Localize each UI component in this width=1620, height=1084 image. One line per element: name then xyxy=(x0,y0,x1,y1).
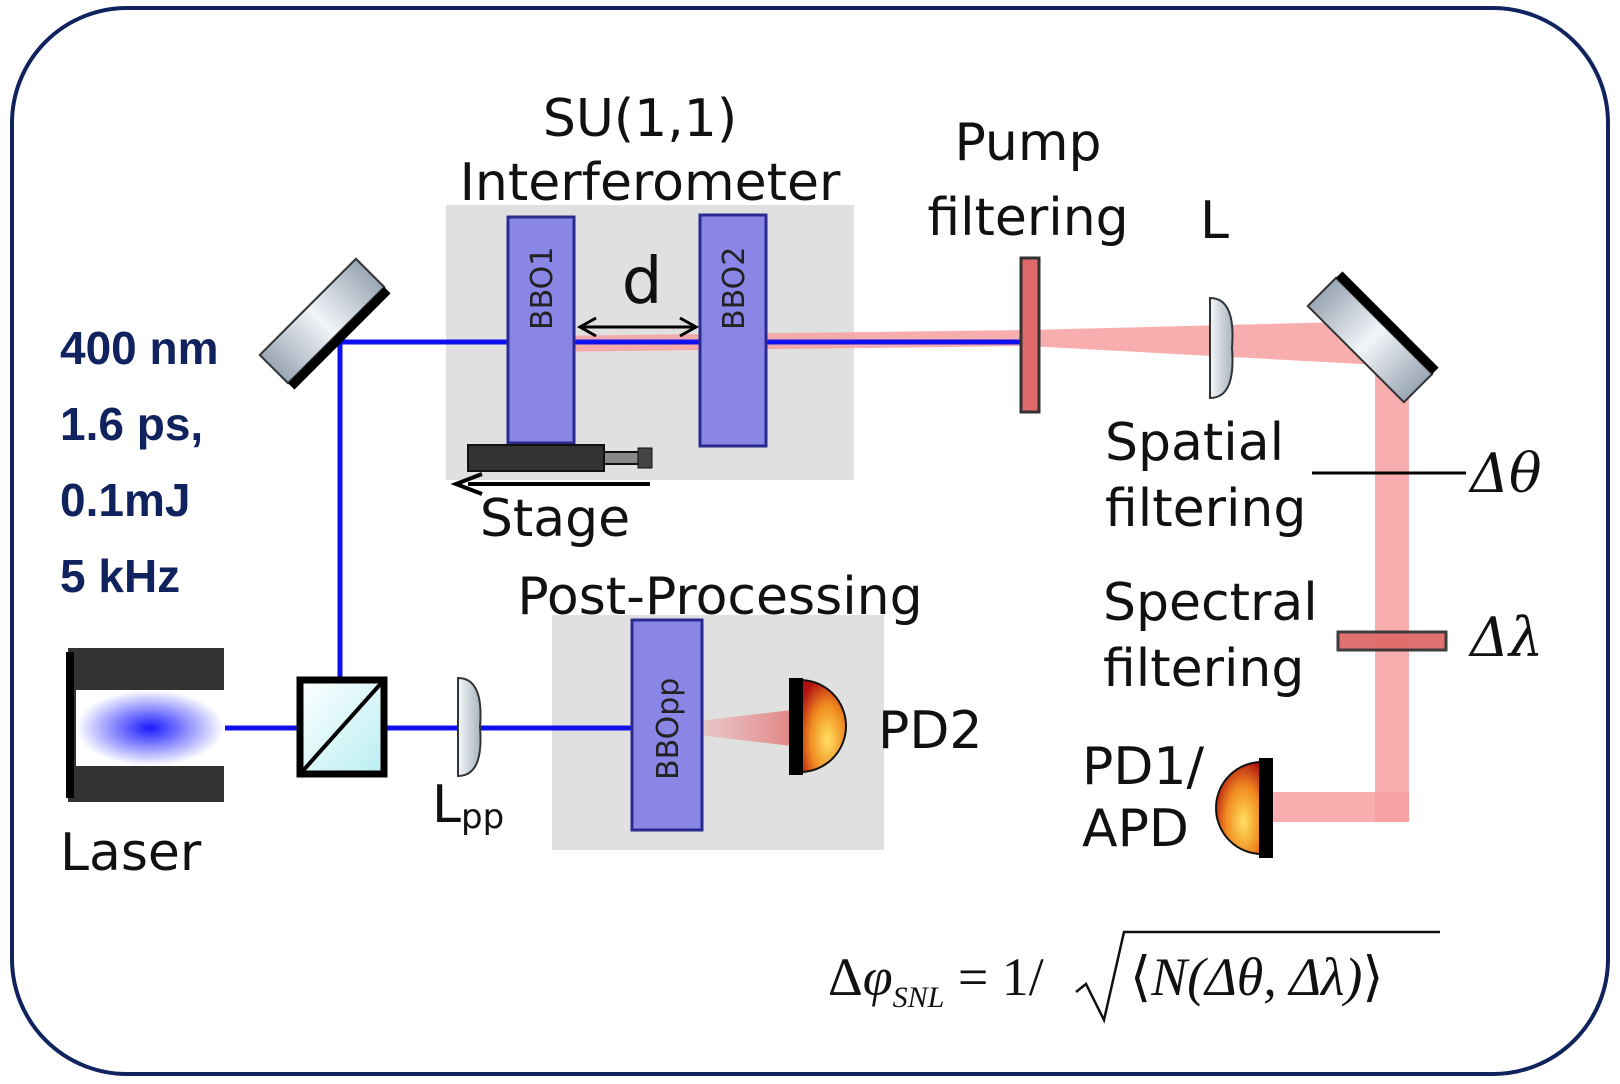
outer-frame xyxy=(10,6,1610,1076)
bbo1-crystal xyxy=(506,215,576,445)
delta-lambda-label: Δλ xyxy=(1468,606,1543,669)
bbopp-label: BBOpp xyxy=(651,678,686,780)
photodiode-pd1 xyxy=(1215,758,1273,858)
laser xyxy=(66,648,224,802)
bbopp-crystal xyxy=(630,618,704,832)
lens-lpp-subscript: pp xyxy=(461,797,504,837)
pump-filtering-line2: filtering xyxy=(927,188,1128,248)
signal-beam-expanding xyxy=(1028,322,1380,365)
laser-label: Laser xyxy=(60,823,202,883)
spectral-filtering-line1: Spectral xyxy=(1103,573,1318,633)
formula-phi: φ xyxy=(863,947,893,1007)
formula-subscript: SNL xyxy=(893,981,945,1014)
translation-stage xyxy=(450,444,653,496)
bbo2-label: BBO2 xyxy=(717,247,752,330)
snl-formula: ΔφSNL = 1/ ⟨N(Δθ, Δλ)⟩ xyxy=(828,930,1440,1024)
photodiode-pd2 xyxy=(789,678,847,775)
su11-title-line1: SU(1,1) xyxy=(543,89,737,149)
lens-l-label: L xyxy=(1200,191,1229,251)
bbo1-label: BBO1 xyxy=(525,247,560,330)
formula-equals-one: = 1/ xyxy=(944,947,1043,1007)
formula-langle: ⟨ xyxy=(1130,947,1151,1007)
spec-energy: 0.1mJ xyxy=(60,474,190,526)
pd1-label-line2: APD xyxy=(1082,799,1189,859)
mirror-1 xyxy=(258,257,391,390)
signal-beam-vertical xyxy=(1375,340,1409,822)
pump-beam xyxy=(225,339,1028,731)
spatial-filtering-line1: Spatial xyxy=(1105,413,1284,473)
formula-rangle: ⟩ xyxy=(1362,947,1383,1007)
pp-signal-cone xyxy=(690,710,792,746)
formula-body: N(Δθ, Δλ) xyxy=(1150,947,1362,1007)
beam-splitter-cube xyxy=(296,676,388,778)
pd2-label: PD2 xyxy=(878,701,982,761)
stage-label: Stage xyxy=(480,489,630,549)
spec-rate: 5 kHz xyxy=(60,550,180,602)
spectral-filtering-line2: filtering xyxy=(1103,639,1304,699)
signal-beam-to-pd1 xyxy=(1270,792,1409,822)
spectral-filter xyxy=(1336,630,1448,652)
lens-l xyxy=(1209,296,1234,400)
pump-filter xyxy=(1019,256,1041,414)
su11-title-line2: Interferometer xyxy=(460,153,841,213)
spec-pulse: 1.6 ps, xyxy=(60,398,203,450)
mirror-2 xyxy=(1306,271,1439,404)
delta-theta-label: Δθ xyxy=(1468,442,1542,505)
formula-radicand: ⟨N(Δθ, Δλ)⟩ xyxy=(1130,947,1383,1007)
formula-delta: Δ xyxy=(828,947,863,1007)
distance-arrow xyxy=(576,316,700,338)
spec-wavelength: 400 nm xyxy=(60,322,219,374)
formula-sqrt-sign xyxy=(1075,930,1440,1024)
distance-label: d xyxy=(622,245,663,319)
lens-lpp xyxy=(457,676,482,778)
lens-lpp-label: Lpp xyxy=(432,775,504,837)
post-processing-label: Post-Processing xyxy=(517,567,922,627)
lens-lpp-main: L xyxy=(432,775,461,835)
formula-left: ΔφSNL = 1/ xyxy=(828,947,1044,1014)
bbo2-crystal xyxy=(698,213,768,448)
spatial-filtering-line2: filtering xyxy=(1105,479,1306,539)
pump-filtering-line1: Pump xyxy=(954,113,1101,173)
pd1-label-line1: PD1/ xyxy=(1082,737,1204,797)
